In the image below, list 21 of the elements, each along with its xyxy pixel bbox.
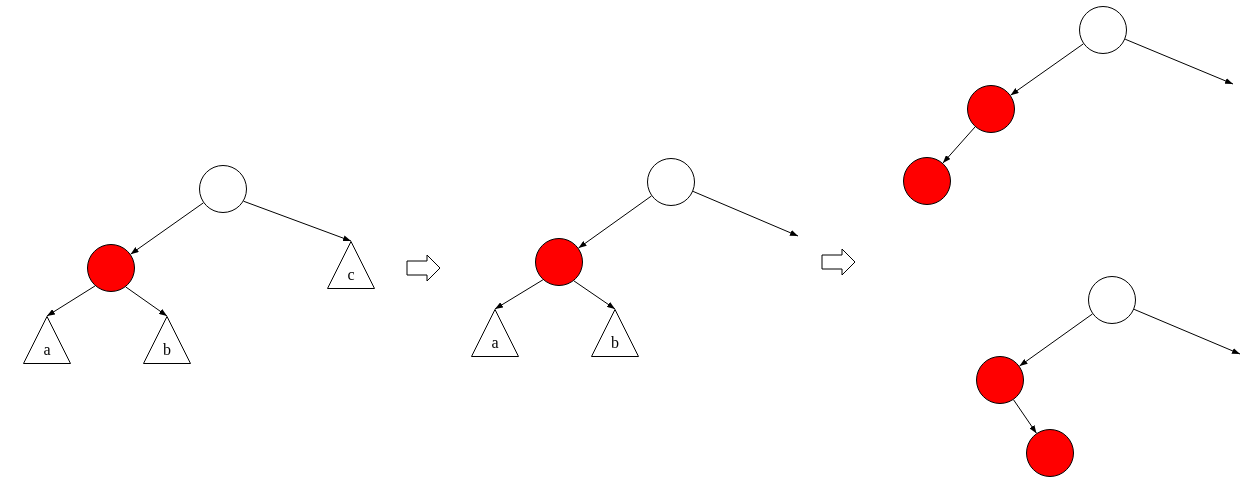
arrow xyxy=(494,279,544,310)
subtree-triangle xyxy=(471,309,519,357)
subtree-label: b xyxy=(611,335,619,351)
arrow xyxy=(130,202,204,255)
arrow xyxy=(125,286,168,317)
subtree-triangle xyxy=(23,316,71,364)
arrow xyxy=(1019,313,1093,367)
arrow xyxy=(1013,399,1037,434)
subtree-label: a xyxy=(491,335,499,351)
arrow xyxy=(578,195,652,249)
arrow xyxy=(1010,43,1084,96)
subtree-label: b xyxy=(163,342,171,358)
arrow xyxy=(46,285,96,317)
subtree-triangle xyxy=(327,241,375,289)
arrow xyxy=(243,200,352,242)
subtree-label: a xyxy=(43,342,51,358)
arrow xyxy=(573,280,616,310)
subtree-label: c xyxy=(347,267,355,283)
subtree-triangle xyxy=(591,309,639,357)
subtree-triangle xyxy=(143,316,191,364)
arrow xyxy=(942,126,976,164)
